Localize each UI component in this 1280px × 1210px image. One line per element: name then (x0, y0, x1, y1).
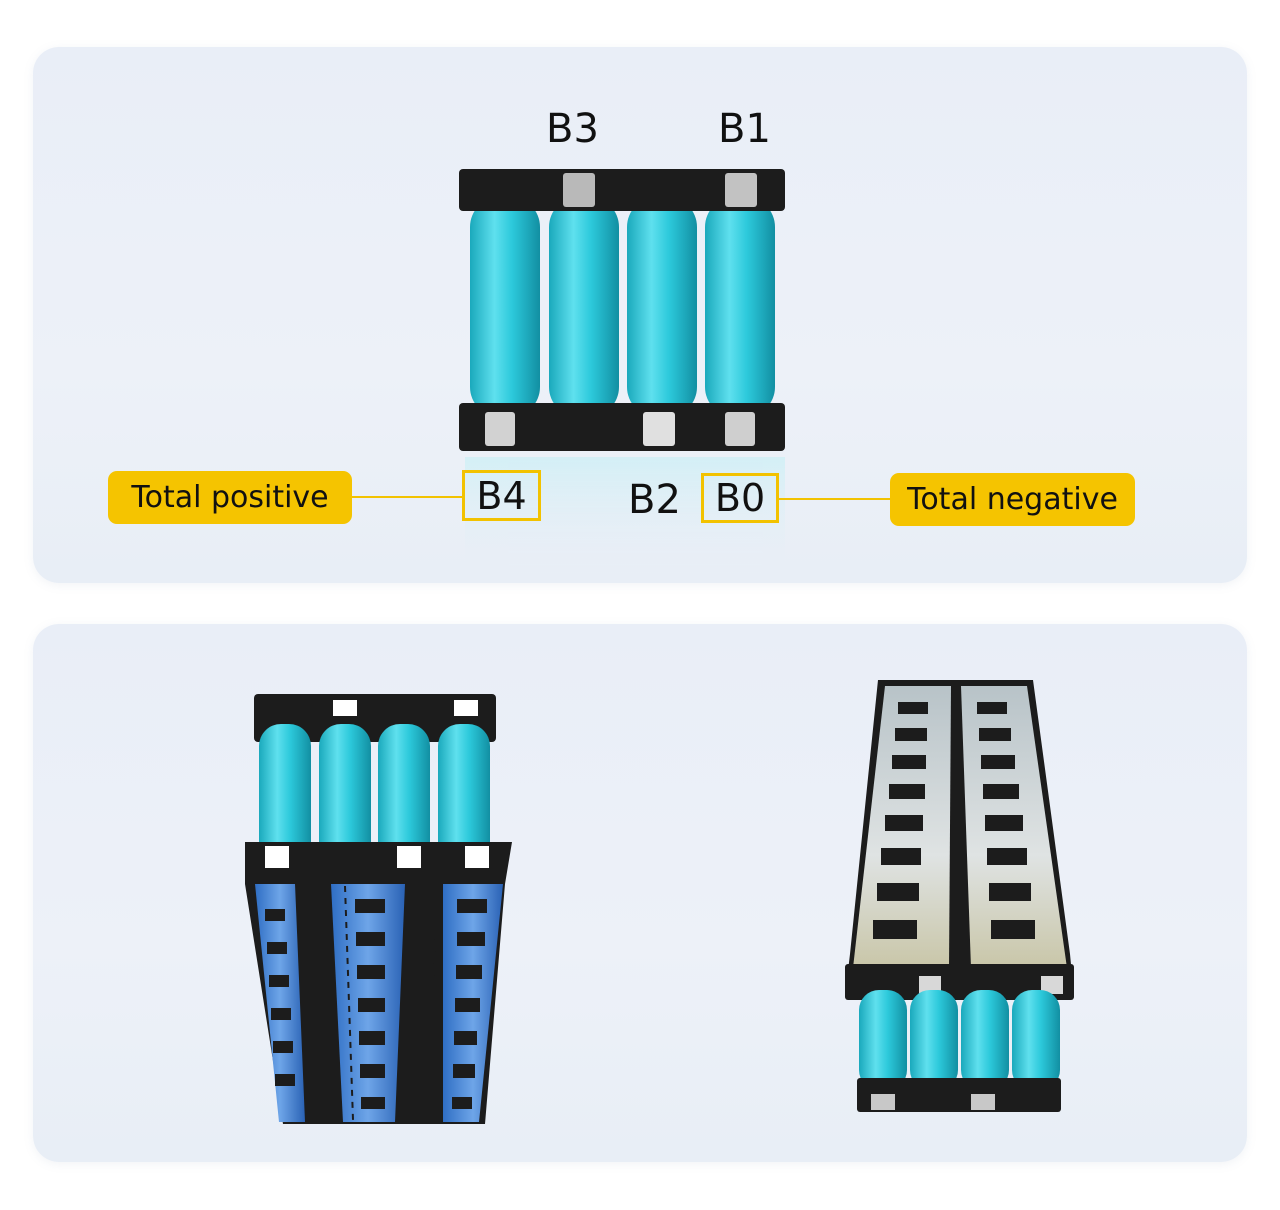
terminal-b1-label: B1 (718, 106, 771, 152)
terminal-b4-box: B4 (462, 470, 541, 521)
terminal-b0-label: B0 (714, 476, 766, 520)
front-view-panel: B3 B1 B2 B4 B0 Total positive Total nega… (33, 47, 1247, 583)
side-views-panel (33, 624, 1247, 1162)
positive-leader-line (351, 496, 462, 498)
terminal-b2-label: B2 (628, 477, 681, 523)
terminal-b3-label: B3 (546, 106, 599, 152)
battery-pack-front-icon (459, 169, 785, 577)
total-positive-label: Total positive (131, 480, 329, 515)
battery-pack-blue-busbar-icon (245, 694, 512, 1124)
total-negative-callout: Total negative (890, 473, 1135, 526)
terminal-b0-box: B0 (701, 473, 779, 523)
total-positive-callout: Total positive (108, 471, 352, 524)
negative-leader-line (779, 498, 891, 500)
terminal-b4-label: B4 (476, 473, 527, 518)
total-negative-label: Total negative (907, 482, 1118, 517)
